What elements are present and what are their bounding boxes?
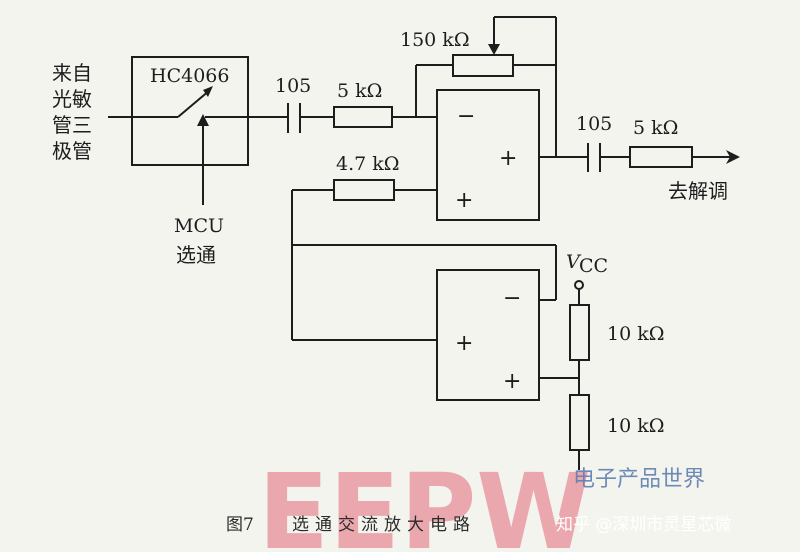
switch-arrow	[203, 86, 213, 97]
output-arrow	[726, 150, 740, 164]
vcc-sub-label: CC	[579, 255, 608, 277]
watermark-brand-cn: 电子产品世界	[573, 467, 705, 492]
output-label: 去解调	[668, 179, 728, 203]
op-amp-1	[436, 89, 540, 221]
mcu-label: MCU	[174, 215, 224, 237]
r-divider-bottom-label: 10 kΩ	[607, 415, 664, 437]
op-amp-2	[436, 269, 540, 401]
figure-caption: 图7 选通交流放大电路	[226, 515, 476, 535]
r-output-label: 5 kΩ	[633, 117, 678, 139]
r-feedback-label: 150 kΩ	[400, 29, 470, 51]
source-label: 来自 光敏 管三 极管	[52, 61, 92, 163]
vcc-label: V	[566, 251, 582, 273]
op1-minus-sign: −	[457, 104, 475, 129]
op2-plus-sign-b: +	[503, 369, 521, 394]
mcu-control-arrow	[197, 114, 209, 126]
r-input	[333, 106, 393, 128]
watermark-brand: EEPW	[258, 451, 591, 552]
zhihu-watermark: 知乎 @深圳市灵星芯微	[556, 515, 731, 535]
switch-blade	[177, 89, 211, 118]
r-output	[629, 146, 693, 168]
hc4066-box	[131, 56, 249, 166]
source-text-4: 极管	[52, 139, 92, 163]
r-4-7k-label: 4.7 kΩ	[336, 153, 400, 175]
hc4066-label: HC4066	[150, 65, 229, 87]
vcc-terminal	[574, 280, 584, 290]
op1-plus-sign-b: +	[455, 188, 473, 213]
pot-wiper-arrow	[488, 44, 500, 55]
op2-plus-sign-a: +	[455, 331, 473, 356]
r-input-label: 5 kΩ	[337, 80, 382, 102]
r-divider-bottom	[569, 394, 590, 451]
r-divider-top-label: 10 kΩ	[607, 323, 664, 345]
op1-plus-sign-a: +	[499, 146, 517, 171]
mcu-sub-label: 选通	[176, 243, 216, 267]
r-4-7k	[333, 179, 395, 201]
cap2-label: 105	[576, 113, 612, 135]
caption-text: 选通交流放大电路	[292, 515, 476, 535]
source-text-2: 光敏	[52, 87, 92, 111]
cap1-label: 105	[275, 75, 311, 97]
op2-minus-sign: −	[503, 286, 521, 311]
eepw-watermark: EEPW 电子产品世界	[258, 451, 705, 552]
source-text-1: 来自	[52, 61, 92, 85]
source-text-3: 管三	[52, 113, 92, 137]
caption-fig: 图7	[226, 515, 254, 535]
r-feedback-pot	[452, 54, 514, 77]
r-divider-top	[569, 304, 590, 361]
